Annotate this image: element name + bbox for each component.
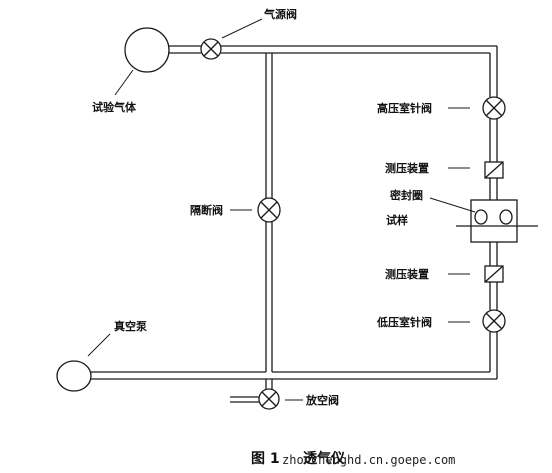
label-specimen: 试样 bbox=[386, 214, 408, 227]
label-isolation-valve: 隔断阀 bbox=[190, 204, 223, 217]
leader-seal-ring bbox=[429, 197, 476, 213]
vacuum-pump-symbol bbox=[56, 360, 92, 392]
label-vacuum-pump: 真空泵 bbox=[114, 320, 147, 333]
test-gas-cylinder bbox=[124, 27, 170, 73]
leader-test-gas bbox=[114, 69, 134, 96]
bottom-pressure-gauge-symbol bbox=[484, 265, 504, 283]
label-test-gas: 试验气体 bbox=[92, 101, 136, 114]
label-vent-valve: 放空阀 bbox=[306, 394, 339, 407]
label-low-pressure-needle-valve: 低压室针阀 bbox=[377, 316, 432, 329]
high-pressure-needle-valve-symbol bbox=[482, 96, 506, 120]
label-gas-source-valve: 气源阀 bbox=[264, 8, 297, 21]
vent-valve-symbol bbox=[258, 388, 280, 410]
right-vertical-pipe bbox=[489, 46, 498, 379]
test-chamber-symbol bbox=[456, 199, 538, 243]
vent-pipe bbox=[230, 379, 273, 403]
label-pressure-gauge-top: 测压装置 bbox=[385, 162, 429, 175]
middle-vertical-pipe bbox=[265, 53, 273, 372]
label-pressure-gauge-bottom: 测压装置 bbox=[385, 268, 429, 281]
top-pressure-gauge-symbol bbox=[484, 161, 504, 179]
label-high-pressure-needle-valve: 高压室针阀 bbox=[377, 102, 432, 115]
low-pressure-needle-valve-symbol bbox=[482, 309, 506, 333]
leader-gas-source-valve bbox=[221, 18, 263, 39]
figure-title: 透气仪 bbox=[303, 451, 345, 467]
isolation-valve-symbol bbox=[257, 197, 281, 223]
figure-number: 图 1 bbox=[251, 451, 280, 467]
label-seal-ring: 密封圈 bbox=[390, 189, 423, 202]
leader-vacuum-pump bbox=[87, 333, 111, 357]
bottom-pipe bbox=[91, 371, 497, 380]
watermark-text: zhonchenghd.cn.goepe.com bbox=[282, 453, 456, 467]
gas-source-valve-symbol bbox=[200, 38, 222, 60]
